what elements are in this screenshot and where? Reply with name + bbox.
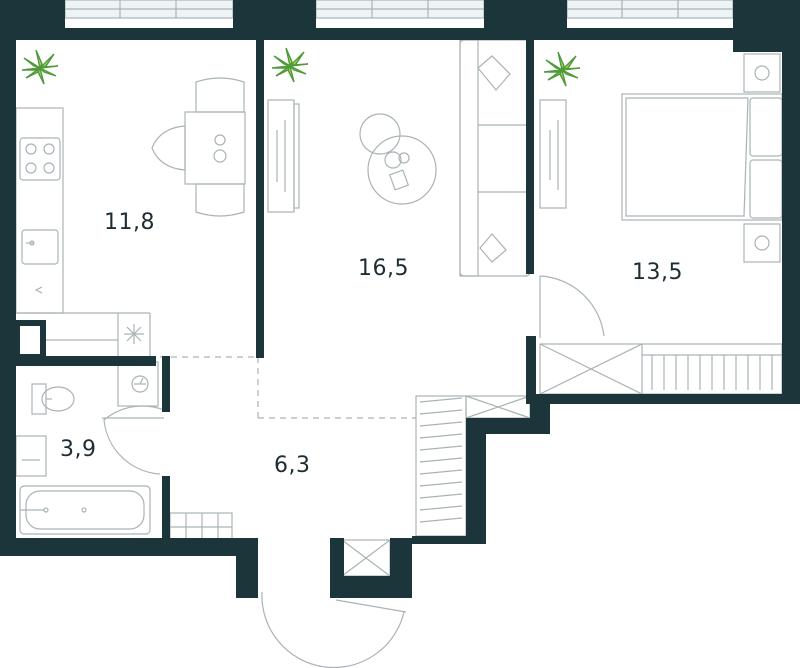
plant-icon (21, 47, 581, 87)
coffee-table-icon (359, 113, 437, 205)
room-area-bathroom: 3,9 (60, 437, 97, 462)
bedroom-tv-icon (539, 99, 567, 209)
sink-icon (21, 229, 59, 265)
bath-sink-icon (15, 435, 47, 477)
sofa-icon (459, 39, 531, 277)
hood-icon (124, 324, 144, 344)
room-area-kitchen: 11,8 (104, 210, 155, 235)
bed-icon (621, 53, 783, 263)
room-area-hallway: 6,3 (274, 453, 311, 478)
dining-table-icon (151, 77, 246, 217)
room-area-living: 16,5 (358, 256, 409, 281)
door-swing-icon (102, 275, 605, 668)
room-area-bedroom: 13,5 (632, 260, 683, 285)
shoe-cabinet (169, 512, 233, 541)
zone-dividers (160, 356, 416, 419)
bedroom-wardrobe (539, 343, 783, 395)
stove-icon (19, 137, 61, 181)
hall-box (341, 539, 391, 577)
kitchen-counter (15, 107, 151, 357)
bathtub-icon (19, 485, 151, 535)
washer-icon (117, 361, 159, 407)
oven-icon (34, 286, 43, 294)
toilet-icon (31, 383, 75, 415)
windows (64, 0, 734, 19)
tv-icon (267, 99, 300, 213)
walls (0, 0, 800, 598)
